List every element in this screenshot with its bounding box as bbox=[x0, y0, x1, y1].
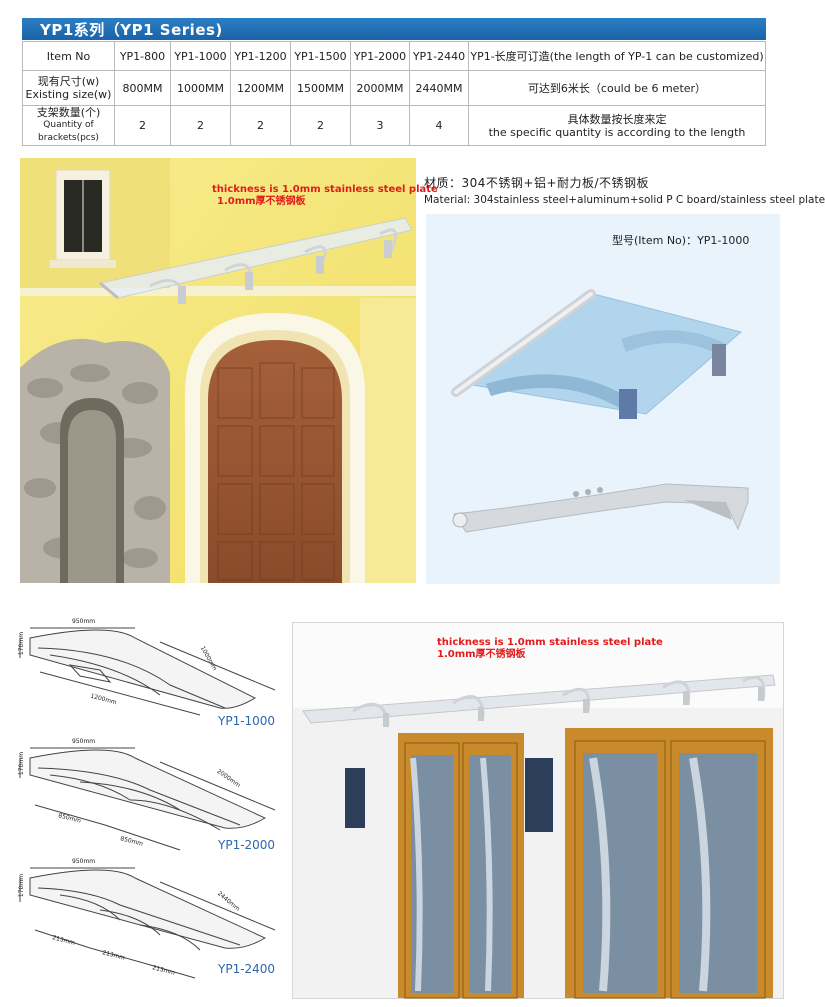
entrance-illustration bbox=[293, 623, 783, 999]
drawing-caption: YP1-1000 bbox=[218, 714, 276, 728]
drawing-caption: YP1-2000 bbox=[218, 838, 276, 852]
table-cell: 可达到6米长（could be 6 meter） bbox=[468, 70, 766, 106]
label-en: Existing size(w) bbox=[25, 88, 112, 101]
series-header: YP1系列（YP1 Series) bbox=[22, 18, 766, 40]
thickness-note-cn: 1.0mm厚不锈钢板 bbox=[217, 196, 306, 207]
product-panel: 型号(Item No)：YP1-1000 bbox=[426, 214, 780, 584]
table-cell: 具体数量按长度来定 the specific quantity is accor… bbox=[468, 105, 766, 146]
table-cell: 3 bbox=[350, 105, 410, 146]
dim-label: 170mm bbox=[18, 873, 26, 898]
table-cell: 2 bbox=[230, 105, 291, 146]
row-label-cell: 现有尺寸(w) Existing size(w) bbox=[22, 70, 115, 106]
entrance-canopy-photo: thickness is 1.0mm stainless steel plate… bbox=[292, 622, 784, 999]
note-en: the specific quantity is according to th… bbox=[488, 125, 746, 139]
series-title: YP1系列（YP1 Series) bbox=[40, 21, 223, 39]
table-cell: YP1-2440 bbox=[409, 41, 469, 71]
label-en: Quantity of brackets(pcs) bbox=[38, 120, 99, 143]
table-cell: YP1-800 bbox=[114, 41, 171, 71]
table-cell: YP1-1000 bbox=[170, 41, 231, 71]
drawing-caption: YP1-2400 bbox=[218, 962, 276, 976]
dim-label: 950mm bbox=[72, 618, 96, 625]
thickness-note-cn: 1.0mm厚不锈钢板 bbox=[437, 649, 526, 660]
dimension-drawings bbox=[19, 627, 276, 979]
label-cn: 支架数量(个) bbox=[36, 106, 101, 119]
row-label-cell: 支架数量(个) Quantity of brackets(pcs) bbox=[22, 105, 115, 146]
table-cell: 2 bbox=[114, 105, 171, 146]
item-label: 型号(Item No)：YP1-1000 bbox=[612, 234, 750, 247]
table-cell: 2440MM bbox=[409, 70, 469, 106]
table-cell: 4 bbox=[409, 105, 469, 146]
table-cell: YP1-长度可订造(the length of YP-1 can be cust… bbox=[468, 41, 766, 71]
house-illustration bbox=[20, 158, 416, 583]
dim-label: 950mm bbox=[72, 738, 96, 745]
thickness-note-en: thickness is 1.0mm stainless steel plate bbox=[212, 184, 438, 195]
label-cn: 现有尺寸(w) bbox=[37, 75, 100, 88]
table-row: Item No YP1-800 YP1-1000 YP1-1200 YP1-15… bbox=[22, 41, 766, 71]
table-cell: YP1-1200 bbox=[230, 41, 291, 71]
table-cell: 800MM bbox=[114, 70, 171, 106]
table-cell: YP1-2000 bbox=[350, 41, 410, 71]
table-cell: 2 bbox=[170, 105, 231, 146]
spec-table: Item No YP1-800 YP1-1000 YP1-1200 YP1-15… bbox=[22, 41, 766, 146]
dim-label: 170mm bbox=[18, 751, 26, 776]
table-cell: 2000MM bbox=[350, 70, 410, 106]
table-cell: YP1-1500 bbox=[290, 41, 351, 71]
house-canopy-photo: thickness is 1.0mm stainless steel plate… bbox=[20, 158, 438, 583]
table-cell: 1500MM bbox=[290, 70, 351, 106]
dim-label: 950mm bbox=[72, 858, 96, 865]
material-cn: 材质：304不锈钢+铝+耐力板/不锈钢板 bbox=[424, 176, 650, 190]
table-row: 支架数量(个) Quantity of brackets(pcs) 2 2 2 … bbox=[22, 105, 766, 146]
table-cell: Item No bbox=[22, 41, 115, 71]
material-en: Material: 304stainless steel+aluminum+so… bbox=[424, 194, 825, 206]
table-row: 现有尺寸(w) Existing size(w) 800MM 1000MM 12… bbox=[22, 70, 766, 106]
technical-drawings: 950mm 170mm 1000mm 1200mm YP1-1000 950mm… bbox=[10, 610, 290, 1000]
thickness-note-en: thickness is 1.0mm stainless steel plate bbox=[437, 637, 663, 648]
table-cell: 1000MM bbox=[170, 70, 231, 106]
canopy-product-drawing bbox=[451, 289, 749, 533]
dim-label: 170mm bbox=[18, 631, 26, 656]
table-cell: 1200MM bbox=[230, 70, 291, 106]
table-cell: 2 bbox=[290, 105, 351, 146]
note-cn: 具体数量按长度来定 bbox=[567, 112, 667, 126]
